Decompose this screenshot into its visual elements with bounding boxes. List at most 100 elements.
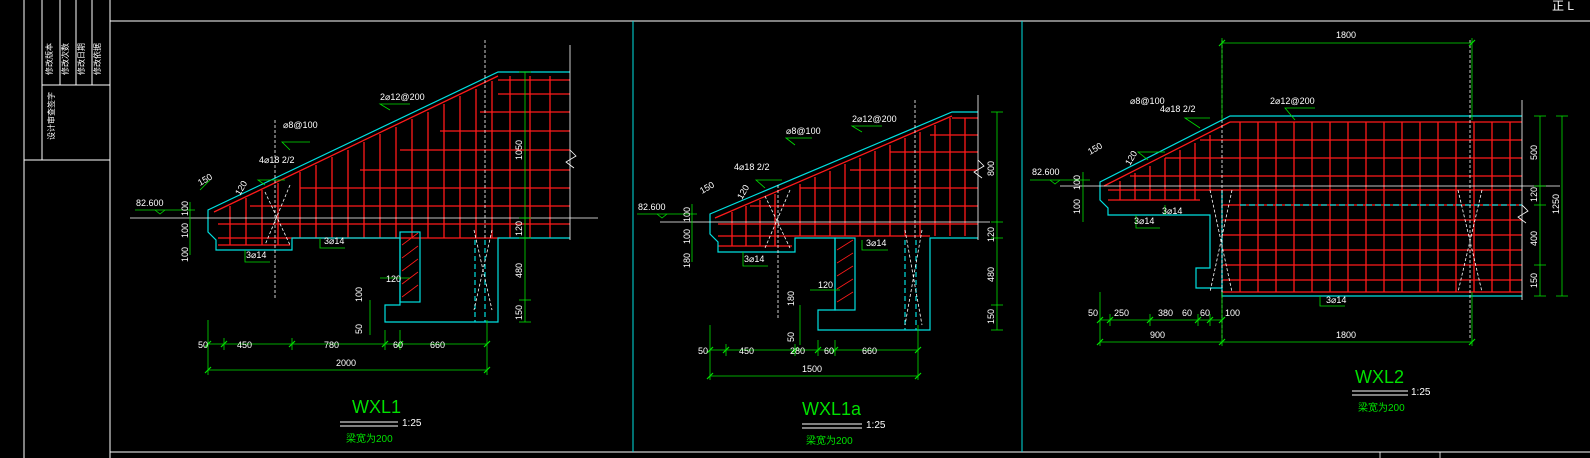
detail-scale: 1:25 — [1411, 387, 1431, 398]
small-dim-100b: 100 — [1072, 199, 1082, 214]
detail-caption: WXL1 1:25 梁宽为200 — [340, 397, 422, 445]
detail-width-note: 梁宽为200 — [346, 432, 393, 445]
small-dim-100c: 100 — [180, 247, 190, 262]
column-hatch — [836, 239, 854, 303]
detail-scale: 1:25 — [866, 420, 886, 431]
detail-wxl2: 1800 82.600 2⌀12@200 ⌀8@100 4⌀18 2/2 3⌀1… — [1030, 30, 1568, 414]
title-block-row-1: 修改版本 — [44, 43, 54, 75]
rebar-label-main: 4⌀18 2/2 — [1160, 104, 1195, 114]
detail-caption: WXL2 1:25 梁宽为200 — [1352, 367, 1431, 414]
small-dim-100b: 100 — [682, 229, 692, 244]
small-dim-100b: 100 — [180, 223, 190, 238]
dim-780: 780 — [324, 340, 339, 350]
title-block-side-label: 设计审查签字 — [46, 92, 56, 140]
dimension-lines — [135, 71, 531, 375]
small-dim-50: 50 — [786, 332, 796, 342]
dim-60: 60 — [824, 346, 834, 356]
rebar-label-bottom: 3⌀14 — [324, 236, 344, 246]
bottom-strip — [1379, 452, 1441, 458]
side-dim-800: 800 — [986, 161, 996, 176]
title-block: 修改版本 修改次数 修改日期 修改依据 设计审查签字 正 L — [44, 0, 1574, 140]
rebar-label-bottom-2: 3⌀14 — [246, 250, 266, 260]
small-dim-120: 120 — [1123, 149, 1139, 167]
small-dim-150: 150 — [698, 180, 716, 196]
rebar-label-bottom-2: 3⌀14 — [744, 254, 764, 264]
panel-dividers — [632, 21, 1023, 452]
elevation-label: 82.600 — [638, 202, 666, 212]
dimension-lines — [637, 111, 1003, 380]
dim-50: 50 — [198, 340, 208, 350]
dim-250: 250 — [1114, 308, 1129, 318]
title-block-row-2: 修改次数 — [60, 43, 70, 75]
small-dim-100a: 100 — [180, 201, 190, 216]
rebar-mesh — [213, 75, 570, 246]
detail-title: WXL2 — [1355, 367, 1404, 387]
small-dim-50: 50 — [354, 324, 364, 334]
dimension-ticks — [204, 340, 491, 374]
side-dim-150: 150 — [514, 305, 524, 320]
detail-caption: WXL1a 1:25 梁宽为200 — [802, 399, 886, 447]
column-hatch — [401, 232, 419, 298]
rebar-label-stirrup: ⌀8@100 — [786, 126, 821, 136]
rebar-label-top: 2⌀12@200 — [380, 92, 425, 102]
small-dim-100a: 100 — [682, 207, 692, 222]
dimension-lines — [1030, 38, 1568, 346]
detail-width-note: 梁宽为200 — [806, 434, 853, 447]
small-dim-120b: 120 — [818, 280, 833, 290]
dim-1800: 1800 — [1336, 330, 1356, 340]
small-dim-120: 120 — [735, 183, 751, 201]
rebar-label-bottom: 3⌀14 — [866, 238, 886, 248]
detail-scale: 1:25 — [402, 418, 422, 429]
rebar-label-top: 2⌀12@200 — [1270, 96, 1315, 106]
detail-width-note: 梁宽为200 — [1358, 401, 1405, 414]
dim-450: 450 — [739, 346, 754, 356]
detail-wxl1: 82.600 2⌀12@200 ⌀8@100 4⌀18 2/2 3⌀14 3⌀1… — [130, 40, 598, 445]
side-dim-480: 480 — [986, 267, 996, 282]
dim-60b: 60 — [1200, 308, 1210, 318]
title-block-row-3: 修改日期 — [76, 43, 86, 75]
dim-total: 1500 — [802, 364, 822, 374]
side-dim-150: 150 — [1529, 273, 1539, 288]
dim-660: 660 — [862, 346, 877, 356]
rebar-mesh — [714, 115, 978, 247]
stirrup-marks — [264, 40, 493, 311]
concrete-outline — [207, 71, 570, 323]
detail-title: WXL1 — [352, 397, 401, 417]
title-block-row-4: 修改依据 — [92, 43, 102, 75]
side-dim-total: 1250 — [1551, 194, 1561, 214]
leader-lines — [199, 103, 410, 263]
rebar-label-bottom-3: 3⌀14 — [1162, 206, 1182, 216]
rebar-mesh — [1103, 121, 1522, 293]
side-dim-500: 500 — [1529, 145, 1539, 160]
rebar-label-main: 4⌀18 2/2 — [259, 155, 294, 165]
dim-450: 450 — [237, 340, 252, 350]
small-dim-150: 150 — [196, 172, 214, 188]
dim-50: 50 — [698, 346, 708, 356]
side-dim-120: 120 — [514, 221, 524, 236]
dim-900: 900 — [1150, 330, 1165, 340]
rebar-label-bottom: 3⌀14 — [1326, 295, 1346, 305]
small-dim-120: 120 — [233, 179, 249, 197]
elevation-label: 82.600 — [1032, 167, 1060, 177]
rebar-label-bottom-2: 3⌀14 — [1134, 216, 1154, 226]
dim-60: 60 — [393, 340, 403, 350]
rebar-label-stirrup: ⌀8@100 — [1130, 96, 1165, 106]
dim-total: 2000 — [336, 358, 356, 368]
small-dim-150: 150 — [1086, 141, 1104, 157]
dimension-ticks — [706, 346, 922, 380]
detail-title: WXL1a — [802, 399, 862, 419]
side-dim-400: 400 — [1529, 231, 1539, 246]
center-lines — [1060, 100, 1560, 300]
side-dim-480: 480 — [514, 263, 524, 278]
rebar-label-main: 4⌀18 2/2 — [734, 162, 769, 172]
detail-wxl1a: 82.600 2⌀12@200 ⌀8@100 4⌀18 2/2 3⌀14 3⌀1… — [637, 95, 1003, 447]
side-dim-1050: 1050 — [514, 140, 524, 160]
dim-100: 100 — [1225, 308, 1240, 318]
side-dim-120: 120 — [1529, 187, 1539, 202]
elevation-label: 82.600 — [136, 198, 164, 208]
small-dim-100a: 100 — [1072, 175, 1082, 190]
leader-lines — [742, 125, 888, 267]
small-dim-100d: 100 — [354, 287, 364, 302]
drawing-frame — [23, 0, 1590, 458]
